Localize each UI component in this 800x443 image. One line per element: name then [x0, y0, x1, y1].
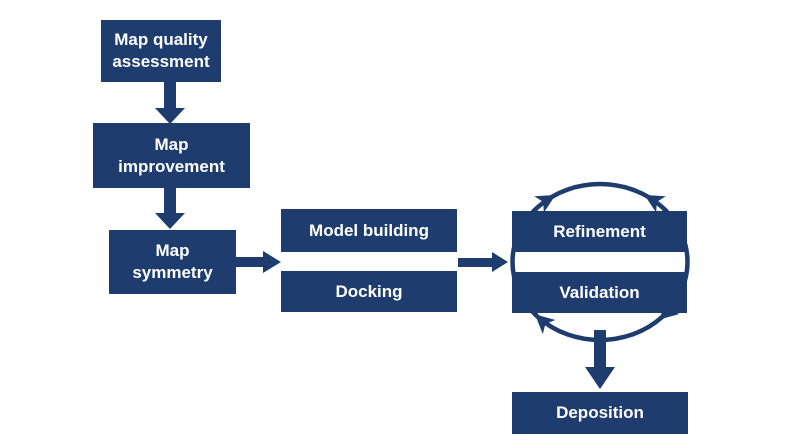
arrow-symmetry-to-modelbuilding — [236, 251, 281, 273]
box-map-symmetry: Map symmetry — [109, 230, 236, 294]
box-label-map-quality-assessment: Map quality assessment — [112, 30, 210, 71]
box-map-quality-assessment: Map quality assessment — [101, 20, 221, 82]
cycle-arrowhead-top-left-icon — [534, 195, 556, 213]
arrow-cycle-to-deposition — [585, 330, 615, 389]
box-refinement: Refinement — [512, 211, 687, 252]
box-label-validation: Validation — [559, 282, 640, 302]
arrow-improvement-to-symmetry — [155, 186, 185, 229]
cycle-arrowhead-bottom-left-icon — [535, 314, 556, 335]
box-label-model-building: Model building — [309, 220, 429, 240]
box-validation: Validation — [512, 272, 687, 313]
box-docking: Docking — [281, 271, 457, 312]
iteration-cycle — [510, 181, 690, 343]
arrow-quality-to-improvement — [155, 80, 185, 124]
box-label-refinement: Refinement — [553, 221, 646, 241]
box-label-deposition: Deposition — [556, 403, 644, 423]
box-model-building: Model building — [281, 209, 457, 252]
arrow-modelbuilding-to-refinement — [458, 252, 508, 272]
cycle-arrowhead-top-right-icon — [644, 195, 666, 213]
box-map-improvement: Map improvement — [93, 123, 250, 188]
box-label-map-symmetry: Map symmetry — [132, 241, 213, 282]
box-label-docking: Docking — [335, 281, 403, 301]
box-deposition: Deposition — [512, 392, 688, 434]
box-label-map-improvement: Map improvement — [118, 134, 225, 176]
